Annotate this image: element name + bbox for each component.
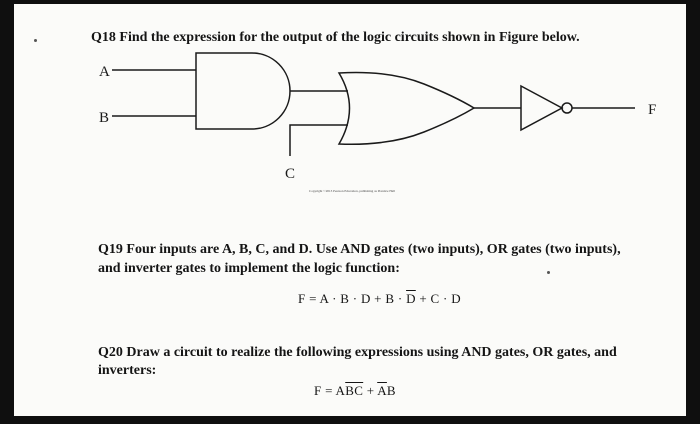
q19-eq-rhs: + C · D — [415, 291, 461, 306]
q20-eq-bar-bc: BC — [345, 383, 364, 398]
q20-eq-rhs: B — [386, 383, 396, 398]
not-gate — [520, 84, 564, 132]
q19-line2: and inverter gates to implement the logi… — [98, 261, 400, 276]
input-a-label: A — [99, 64, 110, 80]
logic-circuit-diagram: A B C F Copyright ©2013 Pearson Educatio… — [99, 52, 656, 194]
worksheet-page: Q18 Find the expression for the output o… — [14, 4, 686, 416]
scan-speck — [547, 271, 550, 274]
q20-line1: Q20 Draw a circuit to realize the follow… — [98, 345, 617, 360]
input-c-label: C — [285, 166, 295, 182]
copyright-note: Copyright ©2013 Pearson Education, publi… — [309, 188, 395, 194]
q19-equation: F = A · B · D + B · D + C · D — [298, 291, 461, 307]
q20-line2: inverters: — [98, 363, 157, 378]
q18-text: Q18 Find the expression for the output o… — [91, 30, 580, 45]
q20-eq-lhs: F = A — [314, 383, 346, 398]
q20-eq-bar-a: A — [377, 383, 387, 398]
q20-equation: F = ABC + AB — [314, 383, 396, 399]
or-gate — [337, 71, 476, 145]
scan-speck — [34, 39, 37, 42]
and-gate — [195, 52, 291, 130]
output-f-label: F — [648, 102, 656, 118]
q19-line1: Q19 Four inputs are A, B, C, and D. Use … — [98, 242, 621, 257]
wire-c — [289, 124, 348, 156]
q20-eq-mid: + — [363, 383, 378, 398]
q19-eq-lhs: F = A · B · D + B · — [298, 291, 407, 306]
input-b-label: B — [99, 110, 109, 126]
q19-eq-bar-d: D — [406, 291, 416, 306]
